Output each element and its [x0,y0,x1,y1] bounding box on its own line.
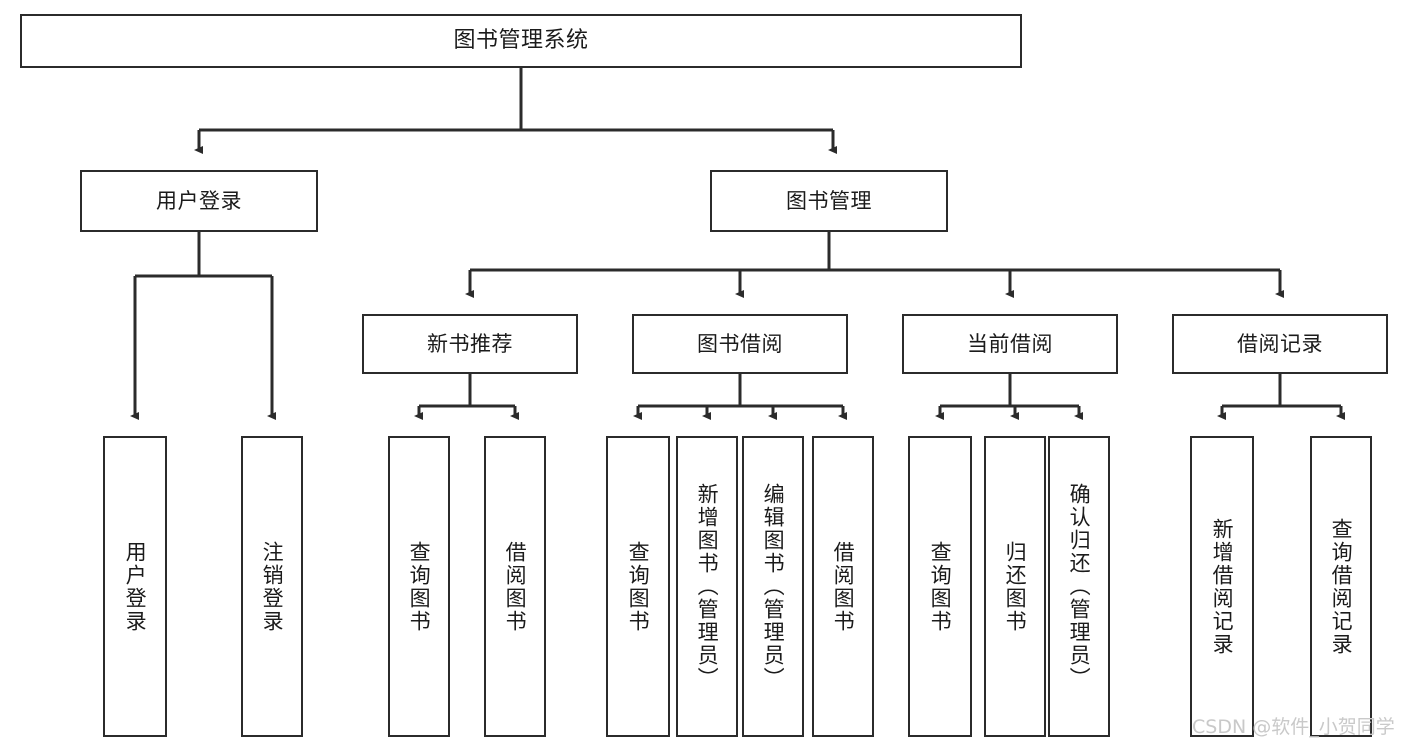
leaf-query-book-current[interactable]: 查询图书 [908,436,972,737]
leaf-return-book-label: 归还图书 [1003,540,1028,633]
leaf-logout-login[interactable]: 注销登录 [241,436,303,737]
leaf-query-book-rec[interactable]: 查询图书 [388,436,450,737]
node-new-book-recommend-label: 新书推荐 [427,331,513,356]
node-book-management-label: 图书管理 [786,188,872,213]
leaf-confirm-return-admin[interactable]: 确认归还（管理员） [1048,436,1110,737]
leaf-query-borrow-record-label: 查询借阅记录 [1329,517,1354,656]
node-book-borrow[interactable]: 图书借阅 [632,314,848,374]
leaf-query-book-rec-label: 查询图书 [407,540,432,633]
node-user-login-label: 用户登录 [156,188,242,213]
leaf-borrow-book-rec[interactable]: 借阅图书 [484,436,546,737]
leaf-borrow-book-label: 借阅图书 [831,540,856,633]
csdn-watermark: CSDN @软件_小贺同学 [1192,716,1395,738]
node-book-management[interactable]: 图书管理 [710,170,948,232]
leaf-edit-book-admin-label: 编辑图书（管理员） [761,483,786,690]
leaf-confirm-return-admin-label: 确认归还（管理员） [1067,483,1092,690]
leaf-add-book-admin[interactable]: 新增图书（管理员） [676,436,738,737]
node-borrow-record[interactable]: 借阅记录 [1172,314,1388,374]
leaf-borrow-book-rec-label: 借阅图书 [503,540,528,633]
leaf-borrow-book[interactable]: 借阅图书 [812,436,874,737]
node-new-book-recommend[interactable]: 新书推荐 [362,314,578,374]
node-current-borrow[interactable]: 当前借阅 [902,314,1118,374]
leaf-add-book-admin-label: 新增图书（管理员） [695,483,720,690]
leaf-edit-book-admin[interactable]: 编辑图书（管理员） [742,436,804,737]
leaf-return-book[interactable]: 归还图书 [984,436,1046,737]
leaf-query-book-current-label: 查询图书 [928,540,953,633]
node-root[interactable]: 图书管理系统 [20,14,1022,68]
leaf-logout-login-label: 注销登录 [260,540,285,633]
node-user-login[interactable]: 用户登录 [80,170,318,232]
node-borrow-record-label: 借阅记录 [1237,331,1323,356]
node-book-borrow-label: 图书借阅 [697,331,783,356]
leaf-user-login-label: 用户登录 [123,540,148,633]
node-root-label: 图书管理系统 [453,28,589,54]
leaf-add-borrow-record-label: 新增借阅记录 [1210,517,1235,656]
leaf-query-borrow-record[interactable]: 查询借阅记录 [1310,436,1372,737]
leaf-add-borrow-record[interactable]: 新增借阅记录 [1190,436,1254,737]
leaf-query-book-borrow-label: 查询图书 [626,540,651,633]
leaf-user-login[interactable]: 用户登录 [103,436,167,737]
node-current-borrow-label: 当前借阅 [967,331,1053,356]
leaf-query-book-borrow[interactable]: 查询图书 [606,436,670,737]
